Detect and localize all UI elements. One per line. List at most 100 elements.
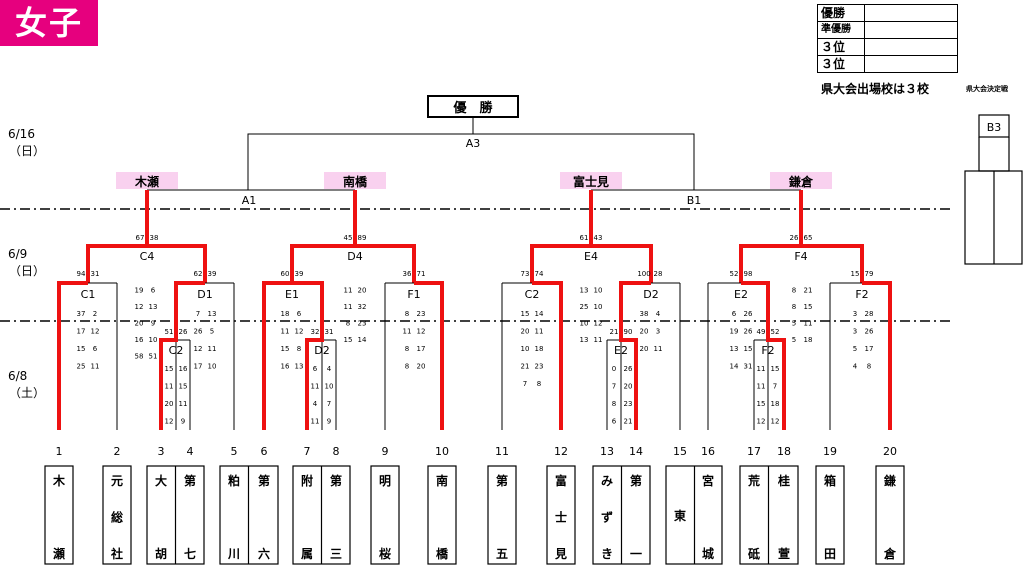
- score-text: 3: [853, 310, 857, 318]
- score-text: 15: [179, 383, 188, 391]
- score-text: 73: [521, 270, 530, 278]
- score-text: 15: [804, 303, 813, 311]
- team-name: 粕: [228, 473, 240, 488]
- team-box: [370, 465, 400, 565]
- score-text: 10: [594, 303, 603, 311]
- score-text: 100: [637, 270, 650, 278]
- score-text: 90: [624, 328, 633, 336]
- score-text: 17: [417, 345, 426, 353]
- bracket-line: [978, 137, 1010, 172]
- qualify-note: 県大会出場校は３校: [821, 82, 930, 96]
- match-code: E4: [584, 250, 598, 263]
- score-text: 6: [297, 310, 302, 318]
- team-number: 12: [554, 445, 568, 458]
- score-text: 26: [179, 328, 188, 336]
- score-text: 8: [612, 400, 616, 408]
- score-text: 18: [804, 336, 813, 344]
- score-text: 11: [208, 345, 217, 353]
- match-code: D2: [643, 288, 658, 301]
- team-name: 宮: [702, 473, 714, 488]
- score-text: 19: [135, 287, 144, 295]
- playoff-note: 県大会決定戦: [966, 85, 1008, 93]
- score-text: 38: [640, 310, 649, 318]
- score-text: 28: [865, 310, 874, 318]
- score-text: 5: [853, 345, 857, 353]
- team-number: 11: [495, 445, 509, 458]
- score-text: 11: [91, 363, 100, 371]
- team-name: 総: [111, 510, 123, 525]
- score-text: 39: [295, 270, 304, 278]
- score-text: 6: [612, 418, 617, 426]
- score-text: 7: [196, 310, 200, 318]
- winner-label-bg: [560, 172, 622, 189]
- winner-path: [292, 281, 324, 430]
- score-text: 15: [521, 310, 530, 318]
- score-text: 6: [93, 345, 98, 353]
- team-name: 五: [496, 547, 508, 561]
- score-text: 15: [281, 345, 290, 353]
- team-name: 桜: [379, 546, 391, 561]
- score-text: 32: [358, 303, 367, 311]
- score-text: 8: [405, 363, 409, 371]
- team-box: [487, 465, 517, 565]
- score-text: 52: [730, 270, 739, 278]
- winner-path: [414, 281, 444, 430]
- score-text: 10: [594, 287, 603, 295]
- winner-label-bg: [770, 172, 832, 189]
- team-name: 士: [555, 510, 567, 525]
- score-text: 49: [757, 328, 766, 336]
- team-name: 属: [301, 547, 313, 561]
- match-code: C4: [140, 250, 155, 263]
- result-row-champion: 優勝: [817, 4, 958, 22]
- team-number: 18: [777, 445, 791, 458]
- date-label: （土）: [9, 386, 45, 400]
- match-code: E1: [285, 288, 299, 301]
- winner-label: 富士見: [573, 174, 609, 189]
- team-name: き: [601, 547, 613, 561]
- score-text: 13: [580, 336, 589, 344]
- score-text: 11: [311, 383, 320, 391]
- team-name: 橋: [436, 546, 449, 561]
- score-text: 20: [640, 328, 649, 336]
- score-text: 5: [792, 320, 796, 328]
- team-number: 9: [382, 445, 389, 458]
- team-number: 15: [673, 445, 687, 458]
- team-name: 明: [379, 474, 391, 488]
- score-text: 94: [77, 270, 86, 278]
- winner-path: [57, 281, 88, 430]
- team-name: 田: [824, 547, 836, 561]
- score-text: 4: [853, 363, 858, 371]
- score-text: 8: [405, 345, 409, 353]
- team-name: 南: [436, 473, 448, 488]
- score-text: 15: [757, 400, 766, 408]
- team-number: 14: [629, 445, 643, 458]
- team-name: 城: [702, 546, 714, 561]
- team-name: 富: [555, 473, 567, 488]
- score-text: 26: [790, 234, 799, 242]
- score-text: 5: [792, 336, 796, 344]
- match-code: D4: [347, 250, 362, 263]
- team-name: ず: [601, 510, 613, 525]
- team-name: 三: [330, 547, 342, 561]
- score-text: 23: [358, 320, 367, 328]
- match-code: D1: [197, 288, 212, 301]
- score-text: 4: [313, 400, 318, 408]
- score-text: 11: [654, 345, 663, 353]
- score-text: 9: [181, 418, 185, 426]
- score-text: 37: [77, 310, 86, 318]
- score-text: 28: [654, 270, 663, 278]
- match-code: C2: [169, 344, 184, 357]
- date-label: 6/16: [8, 127, 35, 141]
- score-text: 11: [344, 303, 353, 311]
- score-text: 11: [165, 383, 174, 391]
- score-text: 23: [624, 400, 633, 408]
- score-text: 7: [523, 380, 527, 388]
- date-label: （日）: [9, 144, 45, 158]
- score-text: 19: [730, 328, 739, 336]
- score-text: 18: [771, 400, 780, 408]
- score-text: 21: [804, 287, 813, 295]
- match-code: B3: [987, 121, 1002, 134]
- score-text: 13: [730, 345, 739, 353]
- score-text: 16: [179, 365, 188, 373]
- score-text: 8: [346, 320, 350, 328]
